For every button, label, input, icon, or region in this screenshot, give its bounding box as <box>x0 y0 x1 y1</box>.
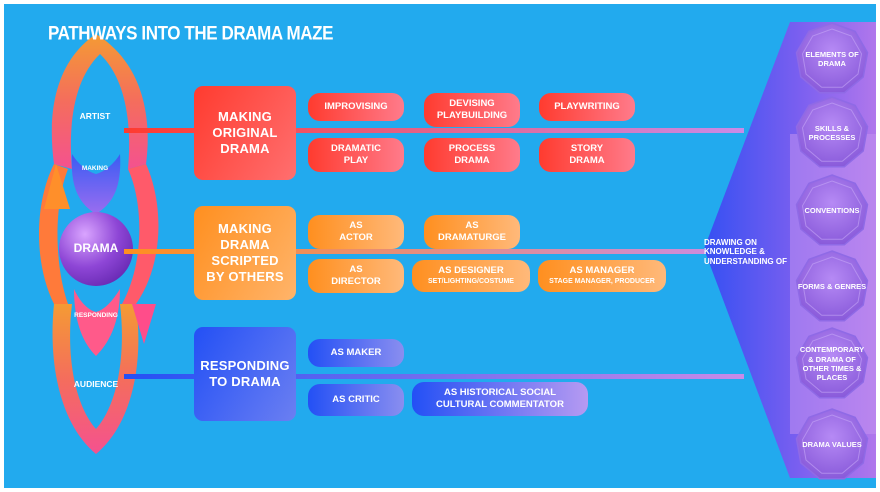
element-hexagons <box>795 22 869 480</box>
as-critic-label: AS CRITIC <box>332 394 380 406</box>
devising-playbuilding-label: DEVISING PLAYBUILDING <box>436 98 508 121</box>
hex-badge-inner-skills-processes <box>801 102 863 162</box>
devising-playbuilding-pill: DEVISING PLAYBUILDING <box>424 93 520 127</box>
as-manager-label: AS MANAGER <box>569 265 635 277</box>
cycle-outer-ribbon <box>51 34 148 169</box>
as-actor-pill: AS ACTOR <box>308 215 404 249</box>
hex-badge-conventions <box>795 174 869 246</box>
hex-badge-inner-contemporary <box>801 333 863 393</box>
row1-heading-box: MAKING ORIGINAL DRAMA <box>194 86 296 180</box>
as-manager-pill: AS MANAGER STAGE MANAGER, PRODUCER <box>538 260 666 292</box>
as-maker-label: AS MAKER <box>330 347 382 359</box>
hex-label-conventions: CONVENTIONS <box>804 206 860 216</box>
hex-label-contemporary: CONTEMPORARY & DRAMA OF OTHER TIMES & PL… <box>799 345 865 383</box>
hex-badge-skills-processes <box>795 96 869 168</box>
drama-orb <box>59 212 133 286</box>
row2-line <box>124 249 744 254</box>
improvising-pill: IMPROVISING <box>308 93 404 121</box>
dramatic-play-label: DRAMATIC PLAY <box>331 143 381 166</box>
row3-heading-box: RESPONDING TO DRAMA <box>194 327 296 421</box>
hex-badge-inner-drama-values <box>801 414 863 474</box>
page-title: PATHWAYS INTO THE DRAMA MAZE <box>48 22 334 44</box>
as-designer-sub: SET/LIGHTING/COSTUME <box>428 278 514 286</box>
as-manager-sub: STAGE MANAGER, PRODUCER <box>549 278 655 286</box>
hex-badge-inner-conventions <box>801 180 863 240</box>
as-designer-pill: AS DESIGNER SET/LIGHTING/COSTUME <box>412 260 530 292</box>
hex-label-drama-values: DRAMA VALUES <box>802 440 862 450</box>
funnel-label: DRAWING ON KNOWLEDGE & UNDERSTANDING OF <box>704 237 787 266</box>
responding-label: RESPONDING <box>74 312 118 320</box>
drama-center-label: DRAMA <box>73 240 119 255</box>
as-historical-commentator-label: AS HISTORICAL SOCIAL CULTURAL COMMENTATO… <box>436 387 564 410</box>
playwriting-label: PLAYWRITING <box>554 101 620 113</box>
diagram-graphics <box>39 22 876 480</box>
cycle-arrow-right <box>132 304 156 344</box>
as-critic-pill: AS CRITIC <box>308 384 404 416</box>
row2-heading-box: MAKING DRAMA SCRIPTED BY OTHERS <box>194 206 296 300</box>
row3-line <box>124 374 744 379</box>
process-drama-pill: PROCESS DRAMA <box>424 138 520 172</box>
cycle-left-arc <box>39 164 68 304</box>
hex-badge-elements-of-drama <box>795 22 869 94</box>
story-drama-label: STORY DRAMA <box>569 143 605 166</box>
as-maker-pill: AS MAKER <box>308 339 404 367</box>
hex-badge-inner-forms-genres <box>801 256 863 316</box>
making-label: MAKING <box>81 165 109 173</box>
hex-badge-contemporary <box>795 327 869 399</box>
as-director-label: AS DIRECTOR <box>331 264 381 287</box>
hex-badge-forms-genres <box>795 250 869 322</box>
dramatic-play-pill: DRAMATIC PLAY <box>308 138 404 172</box>
hex-label-forms-genres: FORMS & GENRES <box>797 282 867 292</box>
cycle-outer-ribbon-bottom <box>52 304 139 454</box>
hex-label-skills-processes: SKILLS & PROCESSES <box>808 123 856 142</box>
artist-label: ARTIST <box>79 110 111 121</box>
as-actor-label: AS ACTOR <box>339 220 373 243</box>
story-drama-pill: STORY DRAMA <box>539 138 635 172</box>
cycle-inner-blue-top <box>71 154 121 214</box>
hex-badge-inner-elements-of-drama <box>801 28 863 88</box>
as-dramaturge-pill: AS DRAMATURGE <box>424 215 520 249</box>
diagram-canvas: PATHWAYS INTO THE DRAMA MAZE ARTIST MAKI… <box>4 4 876 488</box>
improvising-label: IMPROVISING <box>324 101 388 113</box>
hex-label-elements-of-drama: ELEMENTS OF DRAMA <box>805 49 859 68</box>
as-designer-label: AS DESIGNER <box>438 265 504 277</box>
cycle-graphic <box>39 34 159 454</box>
process-drama-label: PROCESS DRAMA <box>448 143 496 166</box>
hex-badge-drama-values <box>795 408 869 480</box>
audience-label: AUDIENCE <box>73 378 119 389</box>
as-director-pill: AS DIRECTOR <box>308 259 404 293</box>
row1-line <box>124 128 744 133</box>
cycle-arrow-left <box>44 164 70 209</box>
playwriting-pill: PLAYWRITING <box>539 93 635 121</box>
as-historical-commentator-pill: AS HISTORICAL SOCIAL CULTURAL COMMENTATO… <box>412 382 588 416</box>
as-dramaturge-label: AS DRAMATURGE <box>438 220 506 243</box>
cycle-right-arc <box>122 164 159 304</box>
cycle-inner-pink-bottom <box>74 289 120 356</box>
